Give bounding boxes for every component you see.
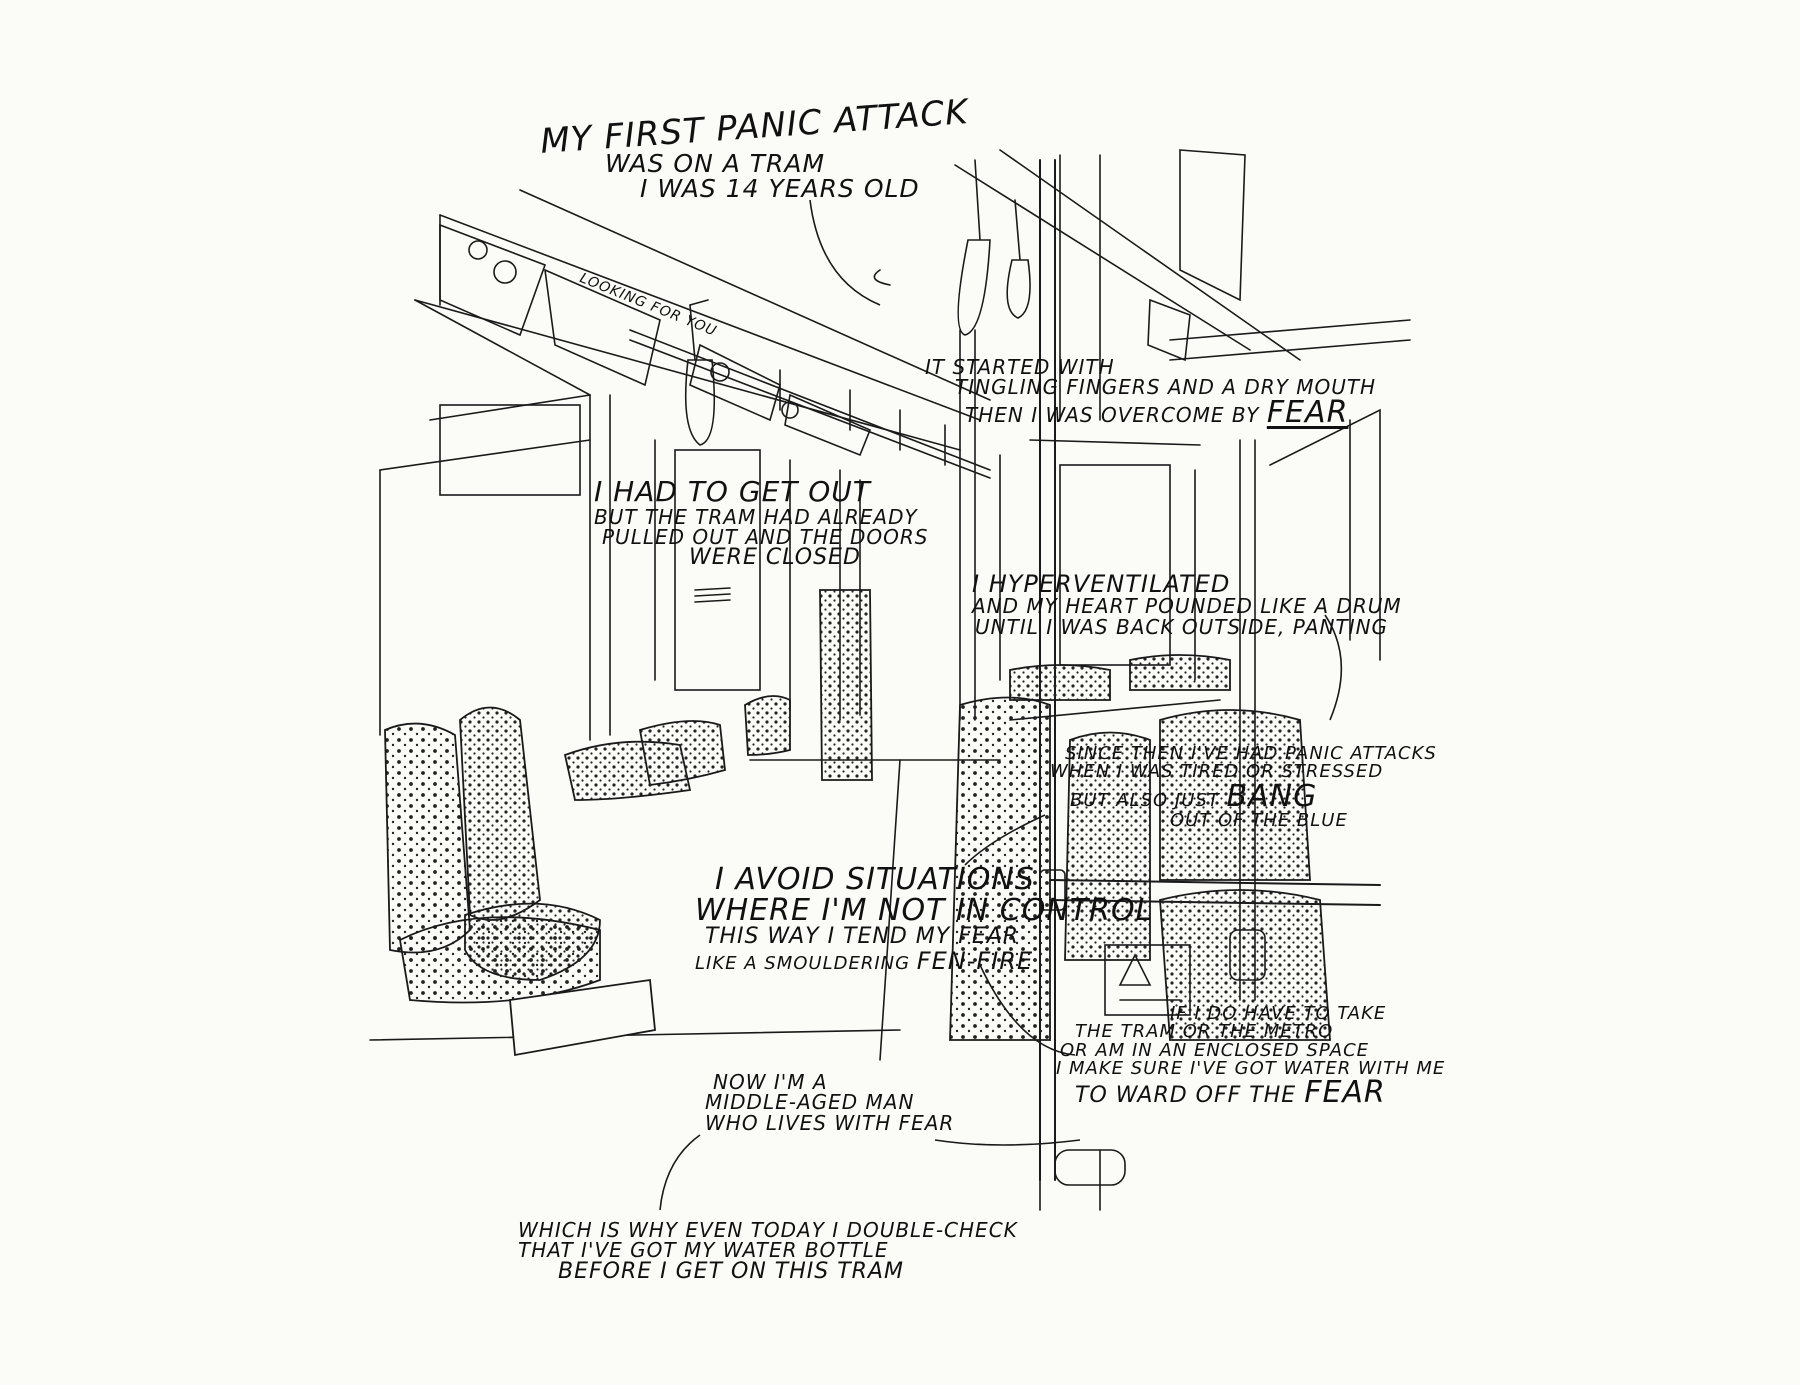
avoid-line-2: WHERE I'M NOT IN CONTROL [695, 892, 1154, 928]
hyper-line-2: AND MY HEART POUNDED LIKE A DRUM [972, 594, 1402, 619]
now-line-3: WHO LIVES WITH FEAR [705, 1110, 955, 1135]
get-out-line-3: PULLED OUT AND THE DOORS [602, 524, 929, 549]
caption-avoid: I AVOID SITUATIONS WHERE I'M NOT IN CONT… [695, 862, 1154, 975]
bench-seat-2 [638, 720, 726, 786]
since-connector [964, 814, 1046, 866]
seat-right-back-row1 [1159, 709, 1311, 881]
today-line-1: WHICH IS WHY EVEN TODAY I DOUBLE-CHECK [518, 1218, 1018, 1242]
started-line-1: IT STARTED WITH [925, 355, 1115, 379]
water-line-5: TO WARD OFF THE FEAR [1075, 1078, 1445, 1109]
started-line-2: TINGLING FINGERS AND A DRY MOUTH [955, 375, 1377, 400]
door-panel [674, 449, 761, 691]
seat-right-lower [1159, 889, 1331, 1041]
seat-left-cushion [399, 916, 601, 1004]
title-caption: MY FIRST PANIC ATTACK WAS ON A TRAM I WA… [539, 92, 970, 204]
hyper-connector [1324, 614, 1343, 721]
today-line-3: BEFORE I GET ON THIS TRAM [558, 1258, 904, 1284]
title-line-2: WAS ON A TRAM [605, 148, 826, 178]
avoid-line-4-prefix: LIKE A SMOULDERING [695, 952, 911, 974]
left-window [439, 404, 581, 496]
get-out-line-2: BUT THE TRAM HAD ALREADY [594, 504, 918, 529]
since-line-2: WHEN I WAS TIRED OR STRESSED [1050, 761, 1384, 783]
ceiling-poster-right [1179, 149, 1246, 302]
caption-today: WHICH IS WHY EVEN TODAY I DOUBLE-CHECK T… [518, 1220, 1018, 1283]
today-connector [659, 1134, 701, 1211]
ceiling-light [873, 269, 891, 286]
seat-right-back-row2 [1064, 731, 1151, 961]
today-line-2: THAT I'VE GOT MY WATER BOTTLE [518, 1238, 889, 1263]
get-out-line-4: WERE CLOSED [689, 545, 861, 571]
bench-seat-3 [744, 695, 791, 756]
now-line-1: NOW I'M A [713, 1070, 828, 1094]
water-line-1: IF I DO HAVE TO TAKE [1170, 1003, 1387, 1024]
fear-word-2: FEAR [1304, 1075, 1386, 1111]
now-line-2: MIDDLE-AGED MAN [705, 1090, 915, 1115]
water-line-5-prefix: TO WARD OFF THE [1075, 1083, 1297, 1109]
water-line-3: OR AM IN AN ENCLOSED SPACE [1060, 1039, 1370, 1061]
caption-hyperventilated: I HYPERVENTILATED AND MY HEART POUNDED L… [972, 570, 1402, 639]
avoid-line-1: I AVOID SITUATIONS [715, 862, 1035, 897]
seat-base [509, 978, 656, 1057]
get-out-line-1: I HAD TO GET OUT [594, 475, 871, 508]
grab-rail [629, 329, 991, 471]
started-line-3: THEN I WAS OVERCOME BY FEAR [965, 394, 1376, 430]
water-line-2: THE TRAM OR THE METRO [1075, 1021, 1334, 1043]
fen-fire-word: FEN-FIRE [916, 946, 1034, 975]
since-line-3: BUT ALSO JUST BANG [1070, 778, 1437, 814]
hand-strap-left [684, 304, 716, 446]
ceiling-poster-left [439, 223, 547, 337]
started-line-3-prefix: THEN I WAS OVERCOME BY [965, 402, 1260, 427]
ceiling-poster-looking [544, 268, 661, 387]
since-line-4: OUT OF THE BLUE [1170, 810, 1348, 832]
hyper-line-1: I HYPERVENTILATED [972, 570, 1231, 598]
water-line-4: I MAKE SURE I'VE GOT WATER WITH ME [1056, 1058, 1446, 1080]
hand-strap-right-1 [957, 159, 991, 336]
avoid-connector [979, 964, 1076, 1056]
pole-bracket [1054, 1149, 1126, 1186]
avoid-line-3: THIS WAY I TEND MY FEAR [705, 924, 1020, 950]
since-line-1: SINCE THEN I'VE HAD PANIC ATTACKS [1065, 743, 1437, 764]
hyper-line-3: UNTIL I WAS BACK OUTSIDE, PANTING [975, 614, 1389, 639]
since-line-3-prefix: BUT ALSO JUST [1070, 789, 1220, 811]
far-end-window [1059, 464, 1171, 666]
ceiling-line [439, 214, 981, 421]
title-line-3: I WAS 14 YEARS OLD [640, 174, 920, 204]
caption-started: IT STARTED WITH TINGLING FINGERS AND A D… [925, 357, 1376, 428]
bang-word: BANG [1226, 778, 1318, 814]
caption-get-out: I HAD TO GET OUT BUT THE TRAM HAD ALREAD… [594, 475, 929, 571]
avoid-line-4: LIKE A SMOULDERING FEN-FIRE [695, 946, 1153, 975]
fear-word: FEAR [1266, 394, 1349, 430]
now-connector [934, 1139, 1081, 1146]
seat-left-back [384, 722, 471, 954]
caption-water: IF I DO HAVE TO TAKE THE TRAM OR THE MET… [1056, 1003, 1445, 1109]
caption-now: NOW I'M A MIDDLE-AGED MAN WHO LIVES WITH… [705, 1070, 955, 1135]
seat-front-back [459, 706, 541, 921]
caption-since-then: SINCE THEN I'VE HAD PANIC ATTACKS WHEN I… [1050, 743, 1437, 832]
hand-strap-right-2 [1006, 199, 1031, 319]
partition-panel [819, 589, 873, 781]
title-curve [809, 199, 881, 306]
